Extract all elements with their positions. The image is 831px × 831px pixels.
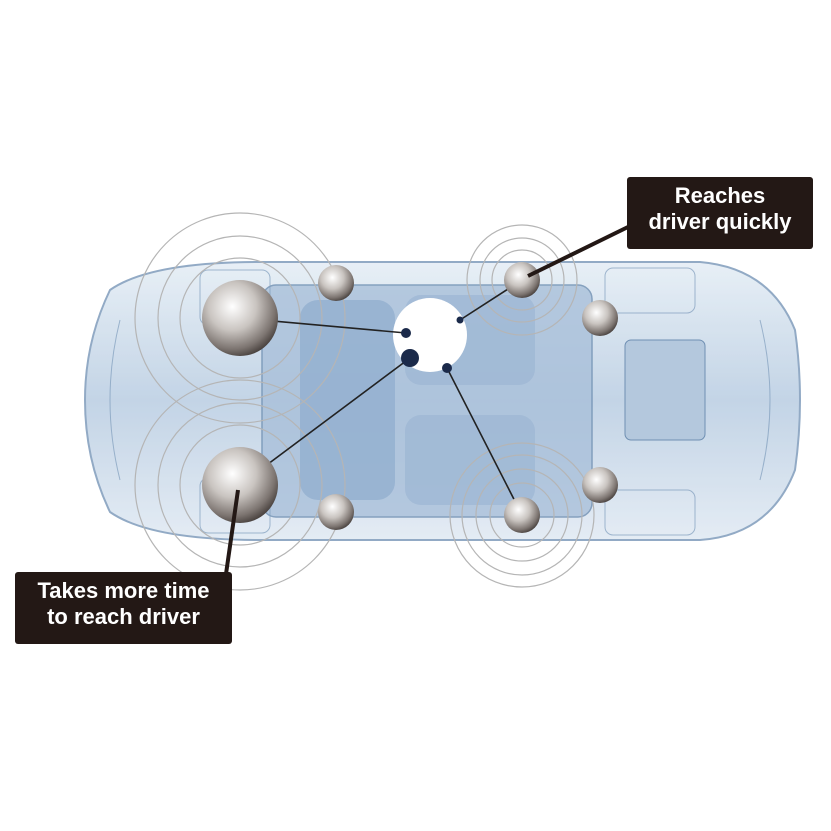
speaker-rear (582, 467, 618, 503)
sound-waves (134, 212, 595, 591)
callout-line: Takes more time (37, 578, 210, 603)
speaker-tweeter (318, 494, 354, 530)
speaker-front-left-woofer (202, 280, 278, 356)
callout-takes-more-time: Takes more time to reach driver (15, 572, 232, 644)
callout-reaches-quickly: Reaches driver quickly (627, 177, 813, 249)
speaker-rear-left-woofer (202, 447, 278, 523)
callout-line: to reach driver (47, 604, 200, 629)
speaker-tweeter (318, 265, 354, 301)
speaker-rear (582, 300, 618, 336)
speakers (202, 262, 618, 533)
ear-points (401, 316, 464, 373)
callout-leaders (224, 224, 631, 575)
callout-line: driver quickly (648, 209, 792, 234)
callout-line: Reaches (674, 183, 766, 208)
speaker-mid (504, 262, 540, 298)
speaker-mid (504, 497, 540, 533)
